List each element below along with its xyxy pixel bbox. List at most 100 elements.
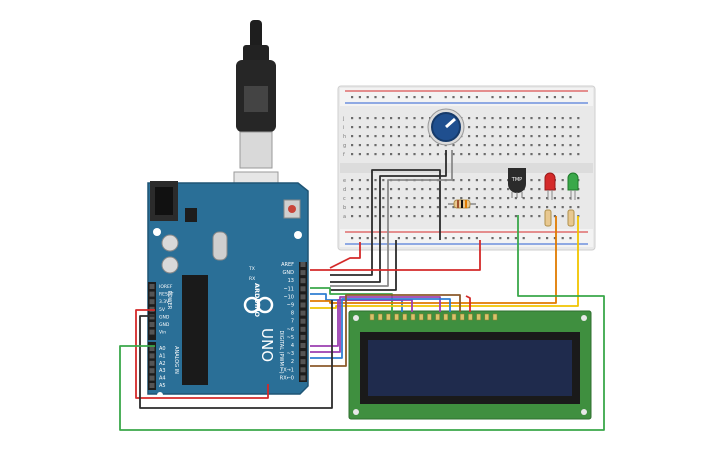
power-pin [149, 299, 155, 305]
wire-yellow-9 [310, 216, 579, 309]
lcd-pin [435, 313, 440, 321]
lcd-pin [410, 313, 416, 321]
row-letter: i [343, 125, 344, 131]
red-led [544, 172, 556, 200]
wire-gray [330, 150, 453, 287]
lcd-pin [468, 313, 473, 321]
power-pin-label: IOREF [159, 284, 173, 290]
digital-pin [300, 286, 306, 292]
digital-pin [300, 351, 306, 357]
digital-pin [300, 334, 306, 340]
digital-pin-label: 13 [288, 278, 294, 284]
row-letter: h [343, 134, 346, 140]
power-pin-label: RESET [159, 292, 174, 298]
lcd-pin [402, 313, 408, 321]
digital-pin [300, 294, 306, 300]
arduino-logo [243, 296, 274, 314]
power-pin [149, 284, 155, 289]
wire-red-loop [135, 309, 269, 399]
power-pin [149, 322, 155, 327]
analog-pin [149, 346, 155, 351]
wire-red-bb [310, 240, 481, 271]
analog-pin-label: A1 [159, 353, 166, 359]
lcd-pin [443, 313, 449, 321]
digital-pin [300, 262, 306, 267]
lcd-pin [369, 313, 375, 321]
digital-pin-label: ~11 [283, 286, 294, 292]
digital-pin-label: 4 [291, 343, 294, 349]
digital-pin-label: ~6 [287, 327, 294, 333]
digital-label: DIGITAL (PWM ~) [278, 330, 284, 373]
digital-pin-label: ~5 [287, 335, 294, 341]
digital-pin-label: AREF [281, 262, 294, 268]
digital-pin-label: 2 [291, 359, 294, 365]
digital-pin [300, 367, 306, 373]
digital-pin-label: 8 [291, 311, 294, 317]
wire-green-a0 [119, 215, 605, 431]
digital-pin-label: ~9 [287, 303, 294, 309]
analog-title: ANALOG IN [173, 346, 179, 374]
power-pin [149, 329, 155, 335]
analog-pin [149, 383, 155, 388]
arduino-model: UNO [258, 328, 276, 362]
power-pin-label: GND [159, 314, 170, 320]
lcd-16x2 [348, 310, 592, 420]
analog-pin [149, 360, 155, 366]
wires [119, 150, 605, 431]
lcd-pin [377, 313, 383, 321]
lcd-pin [459, 313, 465, 321]
wire-black-2 [330, 150, 447, 283]
tx-label: TX [248, 266, 255, 272]
row-letter: j [342, 116, 344, 122]
wire-blue-11 [310, 293, 403, 312]
row-letter: e [343, 178, 346, 184]
digital-pin-label: ~3 [287, 351, 294, 357]
wire-purple-5 [310, 299, 413, 347]
row-letter: g [343, 143, 346, 149]
row-letter: d [343, 187, 346, 193]
resistor [448, 199, 476, 209]
digital-pin [300, 270, 306, 276]
row-letter: a [343, 214, 346, 220]
tmp-label: TMP [511, 177, 522, 183]
power-pin-label: 3.3V [159, 299, 170, 305]
analog-pin-label: A0 [159, 346, 166, 352]
analog-pin-label: A5 [159, 383, 166, 389]
potentiometer [427, 108, 465, 146]
digital-pin [300, 343, 306, 348]
digital-pin [300, 278, 306, 284]
led-resistors [544, 209, 575, 227]
power-pin-label: Vin [159, 330, 166, 336]
digital-pin [300, 310, 306, 316]
lcd-pin-header [369, 313, 498, 321]
wire-orange-10 [310, 216, 557, 304]
digital-pin-label: ~10 [283, 294, 294, 300]
analog-pin-label: A2 [159, 361, 166, 367]
lcd-pin [418, 313, 424, 321]
wire-black-loop [139, 300, 333, 409]
power-pin-label: GND [159, 322, 170, 328]
digital-pin-label: RX←0 [280, 375, 294, 381]
temperature-sensor: TMP [508, 168, 526, 198]
wire-brown-2 [310, 294, 461, 367]
analog-pin [149, 353, 155, 359]
analog-pin [149, 375, 155, 381]
wire-black-3 [330, 240, 397, 291]
green-led [567, 172, 579, 200]
digital-pin [300, 302, 306, 308]
digital-pin [300, 326, 306, 332]
digital-pin [300, 359, 306, 365]
power-pin-label: 5V [159, 307, 166, 313]
digital-pin [300, 318, 306, 324]
analog-pin [149, 368, 155, 374]
digital-pin-label: TX→1 [279, 367, 294, 373]
lcd-pin [476, 313, 481, 321]
power-title: POWER [166, 291, 172, 310]
row-letter: c [343, 196, 346, 202]
